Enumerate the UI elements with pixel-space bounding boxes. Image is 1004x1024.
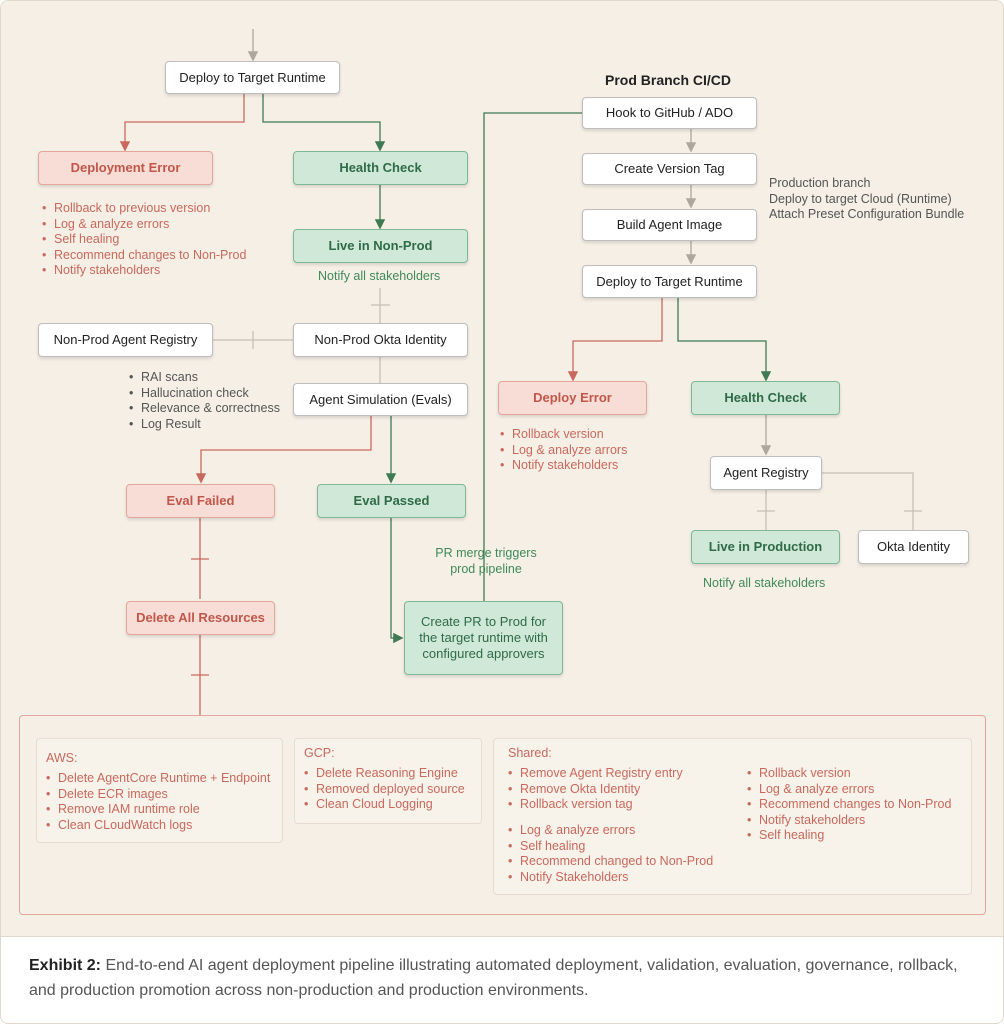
cleanup-item: Notify Stakeholders: [508, 870, 738, 886]
action-item: Recommend changes to Non-Prod: [42, 248, 282, 264]
caption-text: Exhibit 2: End-to-end AI agent deploymen…: [29, 953, 979, 1003]
caption-label: Exhibit 2:: [29, 957, 102, 974]
action-item: Rollback to previous version: [42, 201, 282, 217]
cleanup-item: Notify stakeholders: [747, 813, 969, 829]
eval-check-item: RAI scans: [129, 370, 299, 386]
cleanup-item: Rollback version: [747, 766, 969, 782]
eval-check-item: Log Result: [129, 417, 299, 433]
shared-items-a: Remove Agent Registry entry Remove Okta …: [508, 766, 733, 813]
prod-deploy-error-actions: Rollback version Log & analyze arrors No…: [500, 427, 680, 474]
prod-deploy-target-node: Deploy to Target Runtime: [582, 265, 757, 298]
production-note-line: Attach Preset Configuration Bundle: [769, 207, 965, 222]
okta-identity-node: Okta Identity: [858, 530, 969, 564]
cleanup-item: Delete AgentCore Runtime + Endpoint: [46, 771, 281, 787]
cleanup-item: Self healing: [747, 828, 969, 844]
action-item: Log & analyze errors: [42, 217, 282, 233]
eval-check-item: Hallucination check: [129, 386, 299, 402]
action-item: Log & analyze arrors: [500, 443, 680, 459]
gcp-items: Delete Reasoning Engine Removed deployed…: [304, 766, 479, 813]
caption-body: End-to-end AI agent deployment pipeline …: [29, 957, 958, 999]
action-item: Notify stakeholders: [500, 458, 680, 474]
eval-passed-node: Eval Passed: [317, 484, 466, 518]
aws-panel: AWS: Delete AgentCore Runtime + Endpoint…: [36, 738, 283, 843]
cleanup-item: Remove Okta Identity: [508, 782, 733, 798]
cleanup-item: Removed deployed source: [304, 782, 479, 798]
create-version-tag-node: Create Version Tag: [582, 153, 757, 185]
production-note-line: Production branch: [769, 176, 871, 190]
cleanup-item: Recommend changes to Non-Prod: [747, 797, 969, 813]
delete-all-resources-node: Delete All Resources: [126, 601, 275, 635]
cleanup-item: Delete ECR images: [46, 787, 281, 803]
shared-items-c: Rollback version Log & analyze errors Re…: [747, 766, 969, 844]
prod-notify-note: Notify all stakeholders: [703, 576, 826, 590]
live-in-nonprod-node: Live in Non-Prod: [293, 229, 468, 263]
aws-items: Delete AgentCore Runtime + Endpoint Dele…: [46, 771, 281, 833]
deployment-error-actions: Rollback to previous version Log & analy…: [42, 201, 282, 279]
cleanup-item: Clean CLoudWatch logs: [46, 818, 281, 834]
prod-health-check-node: Health Check: [691, 381, 840, 415]
connector-lines: [119, 29, 922, 715]
cleanup-item: Clean Cloud Logging: [304, 797, 479, 813]
production-notes: Production branch Deploy to target Cloud…: [769, 176, 989, 223]
deploy-target-runtime-node: Deploy to Target Runtime: [165, 61, 340, 94]
hook-github-node: Hook to GitHub / ADO: [582, 97, 757, 129]
prod-cicd-title: Prod Branch CI/CD: [605, 72, 732, 88]
shared-panel: Shared: Remove Agent Registry entry Remo…: [493, 738, 972, 895]
action-item: Notify stakeholders: [42, 263, 282, 279]
cleanup-item: Delete Reasoning Engine: [304, 766, 479, 782]
eval-failed-node: Eval Failed: [126, 484, 275, 518]
create-pr-node: Create PR to Prod for the target runtime…: [404, 601, 563, 675]
gcp-panel: GCP: Delete Reasoning Engine Removed dep…: [294, 738, 482, 824]
cleanup-item: Log & analyze errors: [747, 782, 969, 798]
pipeline-diagram: Deploy to Target Runtime Deployment Erro…: [1, 1, 1003, 936]
cleanup-item: Log & analyze errors: [508, 823, 738, 839]
build-agent-image-node: Build Agent Image: [582, 209, 757, 241]
shared-items-b: Log & analyze errors Self healing Recomm…: [508, 823, 738, 885]
cleanup-item: Rollback version tag: [508, 797, 733, 813]
aws-title: AWS:: [46, 751, 78, 765]
action-item: Rollback version: [500, 427, 680, 443]
live-in-production-node: Live in Production: [691, 530, 840, 564]
nonprod-okta-identity-node: Non-Prod Okta Identity: [293, 323, 468, 357]
cleanup-container: AWS: Delete AgentCore Runtime + Endpoint…: [19, 715, 986, 915]
deployment-error-node: Deployment Error: [38, 151, 213, 185]
figure-caption: Exhibit 2: End-to-end AI agent deploymen…: [1, 936, 1003, 1023]
nonprod-agent-registry-node: Non-Prod Agent Registry: [38, 323, 213, 357]
gcp-title: GCP:: [304, 746, 335, 760]
health-check-node: Health Check: [293, 151, 468, 185]
cleanup-item: Recommend changed to Non-Prod: [508, 854, 738, 870]
production-note-line: Deploy to target Cloud (Runtime): [769, 191, 952, 206]
cleanup-item: Self healing: [508, 839, 738, 855]
eval-check-item: Relevance & correctness: [129, 401, 299, 417]
eval-checks-list: RAI scans Hallucination check Relevance …: [129, 370, 299, 432]
agent-simulation-node: Agent Simulation (Evals): [293, 383, 468, 416]
shared-title: Shared:: [508, 746, 552, 760]
agent-registry-node: Agent Registry: [710, 456, 822, 490]
pr-merge-note: PR merge triggers prod pipeline: [435, 546, 537, 576]
cleanup-item: Remove IAM runtime role: [46, 802, 281, 818]
nonprod-notify-note: Notify all stakeholders: [318, 269, 441, 283]
action-item: Self healing: [42, 232, 282, 248]
prod-deploy-error-node: Deploy Error: [498, 381, 647, 415]
cleanup-item: Remove Agent Registry entry: [508, 766, 733, 782]
